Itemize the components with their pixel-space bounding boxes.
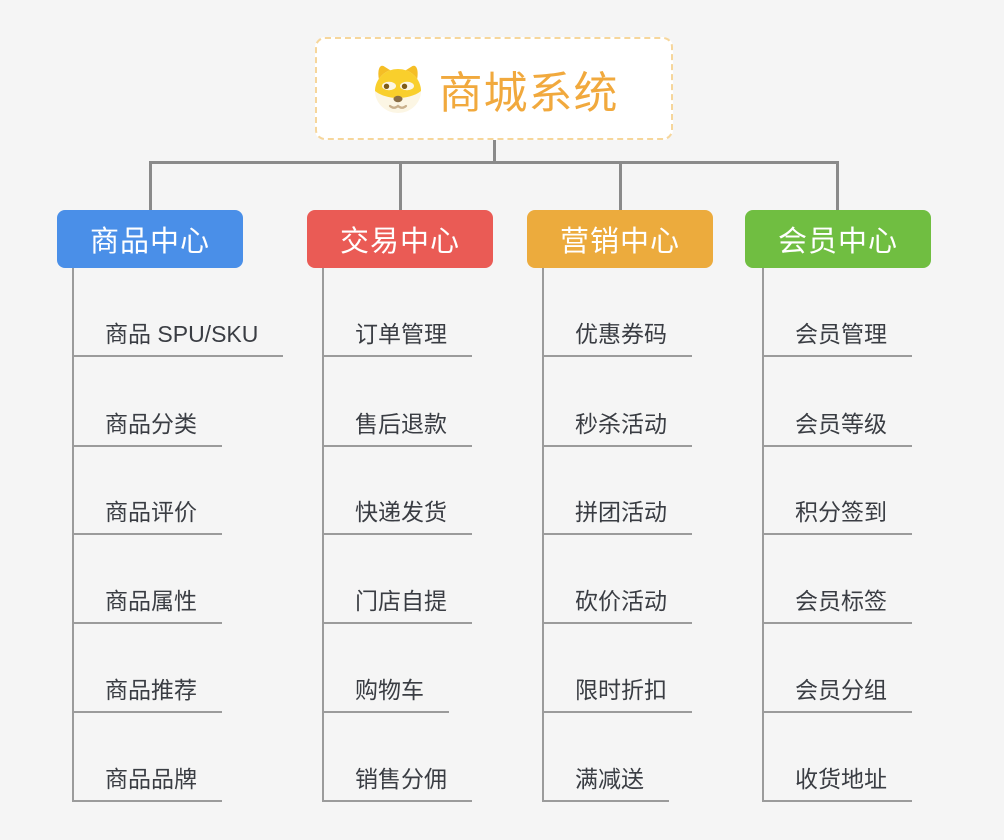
connector-drop-branch2 [399, 163, 402, 210]
root-title: 商城系统 [438, 68, 619, 118]
branch-label: 营销中心 [559, 226, 680, 258]
leaf-node[interactable]: 拼团活动 [542, 493, 692, 535]
trunk-branch2 [322, 268, 324, 802]
leaf-node[interactable]: 优惠券码 [542, 315, 692, 357]
branch-node-product-center[interactable]: 商品中心 [57, 210, 243, 268]
leaf-node[interactable]: 秒杀活动 [542, 405, 692, 447]
leaf-node[interactable]: 商品品牌 [72, 760, 222, 802]
leaf-node[interactable]: 商品推荐 [72, 671, 222, 713]
branch-node-marketing-center[interactable]: 营销中心 [527, 210, 713, 268]
leaf-node[interactable]: 会员等级 [762, 405, 912, 447]
leaf-node[interactable]: 商品评价 [72, 493, 222, 535]
leaf-node[interactable]: 限时折扣 [542, 671, 692, 713]
branch-node-member-center[interactable]: 会员中心 [745, 210, 931, 268]
leaf-node[interactable]: 会员管理 [762, 315, 912, 357]
connector-drop-branch1 [149, 163, 152, 210]
leaf-node[interactable]: 砍价活动 [542, 582, 692, 624]
trunk-branch4 [762, 268, 764, 802]
leaf-node[interactable]: 收货地址 [762, 760, 912, 802]
branch-node-trade-center[interactable]: 交易中心 [307, 210, 493, 268]
connector-root-drop [493, 140, 496, 162]
leaf-node[interactable]: 购物车 [322, 671, 449, 713]
leaf-node[interactable]: 售后退款 [322, 405, 472, 447]
trunk-branch1 [72, 268, 74, 802]
leaf-node[interactable]: 门店自提 [322, 582, 472, 624]
leaf-node[interactable]: 商品分类 [72, 405, 222, 447]
root-node[interactable]: 商城系统 [315, 37, 673, 140]
branch-label: 商品中心 [89, 226, 210, 258]
leaf-node[interactable]: 商品属性 [72, 582, 222, 624]
connector-drop-branch3 [619, 163, 622, 210]
leaf-node[interactable]: 满减送 [542, 760, 669, 802]
branch-label: 会员中心 [777, 226, 898, 258]
doge-face-icon [370, 63, 426, 115]
leaf-node[interactable]: 订单管理 [322, 315, 472, 357]
trunk-branch3 [542, 268, 544, 802]
leaf-node[interactable]: 销售分佣 [322, 760, 472, 802]
leaf-node[interactable]: 会员标签 [762, 582, 912, 624]
leaf-node[interactable]: 商品 SPU/SKU [72, 315, 284, 357]
leaf-node[interactable]: 会员分组 [762, 671, 912, 713]
leaf-node[interactable]: 快递发货 [322, 493, 472, 535]
leaf-node[interactable]: 积分签到 [762, 493, 912, 535]
connector-drop-branch4 [836, 163, 839, 210]
connector-bus [149, 161, 839, 164]
branch-label: 交易中心 [339, 226, 460, 258]
